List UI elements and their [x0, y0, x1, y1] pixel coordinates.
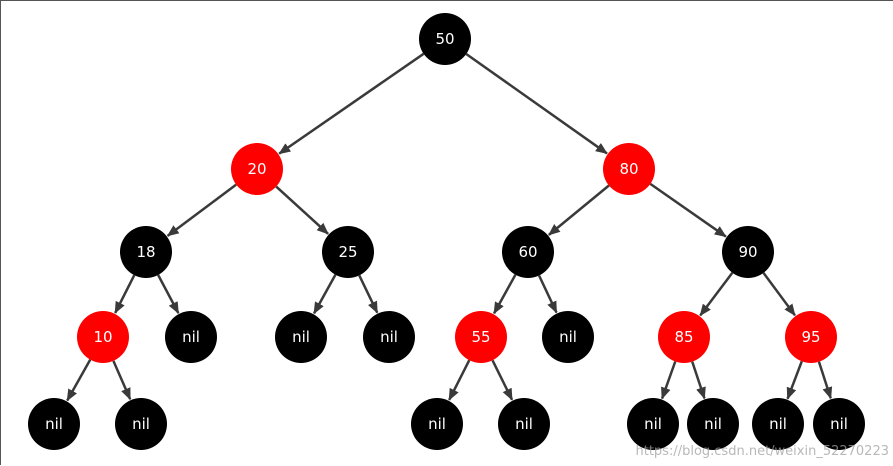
edge-n60-nil60: [537, 274, 558, 314]
node-circle-black: [722, 226, 774, 278]
node-label: 20: [247, 160, 266, 178]
tree-node-n80: 80: [603, 143, 655, 195]
node-label: 55: [471, 328, 490, 346]
tree-node-n85: 85: [658, 311, 710, 363]
edge-n85-nil85a: [660, 361, 677, 400]
tree-node-n60: 60: [502, 226, 554, 278]
tree-node-nil55a: nil: [411, 398, 463, 450]
tree-node-nil60: nil: [542, 311, 594, 363]
tree-node-n25: 25: [322, 226, 374, 278]
edge-n18-n10: [114, 274, 136, 314]
edge-n25-nil25b: [358, 274, 379, 314]
tree-node-nil25b: nil: [363, 311, 415, 363]
node-circle-red: [231, 143, 283, 195]
node-circle-black: [120, 226, 172, 278]
tree-node-n95: 95: [785, 311, 837, 363]
tree-node-nil10a: nil: [28, 398, 80, 450]
edge-n55-nil55b: [491, 359, 514, 401]
node-circle-black: [419, 13, 471, 65]
tree-node-nil10b: nil: [115, 398, 167, 450]
node-label: nil: [559, 328, 577, 346]
tree-node-nil85a: nil: [627, 398, 679, 450]
node-label: 85: [674, 328, 693, 346]
node-label: 25: [338, 243, 357, 261]
edge-n95-nil95b: [817, 361, 833, 400]
node-label: nil: [769, 415, 787, 433]
edge-n20-n25: [275, 185, 329, 235]
edge-n10-nil10a: [66, 359, 92, 402]
node-circle-black: [687, 398, 739, 450]
node-label: 50: [435, 30, 454, 48]
edge-n95-nil95a: [786, 360, 803, 400]
edge-n80-n90: [649, 182, 727, 238]
node-circle-black: [363, 311, 415, 363]
tree-node-nil25a: nil: [275, 311, 327, 363]
tree-node-n18: 18: [120, 226, 172, 278]
node-label: nil: [830, 415, 848, 433]
edge-n18-nil18: [157, 274, 180, 315]
node-label: nil: [428, 415, 446, 433]
node-circle-red: [603, 143, 655, 195]
node-label: 18: [136, 243, 155, 261]
tree-node-n90: 90: [722, 226, 774, 278]
node-label: 10: [93, 328, 112, 346]
node-circle-black: [542, 311, 594, 363]
node-label: nil: [644, 415, 662, 433]
tree-node-nil55b: nil: [498, 398, 550, 450]
edge-n25-nil25a: [312, 274, 337, 315]
node-label: nil: [380, 328, 398, 346]
node-circle-red: [77, 311, 129, 363]
tree-node-nil18: nil: [165, 311, 217, 363]
node-circle-black: [813, 398, 865, 450]
edge-n80-n60: [548, 184, 610, 236]
node-circle-black: [28, 398, 80, 450]
node-circle-red: [658, 311, 710, 363]
node-label: 80: [619, 160, 638, 178]
edge-n60-n55: [492, 274, 517, 315]
edge-n55-nil55a: [448, 359, 471, 401]
node-circle-red: [785, 311, 837, 363]
node-label: nil: [132, 415, 150, 433]
tree-node-nil85b: nil: [687, 398, 739, 450]
tree-node-n55: 55: [455, 311, 507, 363]
tree-node-n50: 50: [419, 13, 471, 65]
node-circle-black: [322, 226, 374, 278]
edges-layer: [66, 52, 833, 402]
tree-node-nil95a: nil: [752, 398, 804, 450]
edge-n85-nil85b: [691, 361, 706, 400]
node-circle-black: [165, 311, 217, 363]
node-circle-black: [115, 398, 167, 450]
node-circle-black: [752, 398, 804, 450]
node-circle-black: [498, 398, 550, 450]
edge-n10-nil10b: [112, 360, 132, 401]
tree-node-nil95b: nil: [813, 398, 865, 450]
node-circle-black: [627, 398, 679, 450]
edge-n90-n95: [762, 272, 796, 317]
node-label: nil: [45, 415, 63, 433]
node-circle-black: [411, 398, 463, 450]
node-label: nil: [704, 415, 722, 433]
edge-n50-n20: [278, 52, 425, 155]
node-circle-black: [275, 311, 327, 363]
tree-node-n10: 10: [77, 311, 129, 363]
nodes-layer: 50 20 80 18 25 60 90 10 nil nil nil 55 nil 85 95 nil nil…: [28, 13, 865, 450]
edge-n90-n85: [699, 272, 734, 317]
node-label: nil: [292, 328, 310, 346]
node-label: 95: [801, 328, 820, 346]
edge-n50-n80: [465, 52, 608, 155]
node-label: nil: [515, 415, 533, 433]
tree-node-n20: 20: [231, 143, 283, 195]
edge-n20-n18: [166, 183, 237, 237]
node-circle-black: [502, 226, 554, 278]
node-label: nil: [182, 328, 200, 346]
watermark-text: https://blog.csdn.net/weixin_52270223: [635, 444, 889, 459]
node-label: 90: [738, 243, 757, 261]
node-label: 60: [518, 243, 537, 261]
node-circle-red: [455, 311, 507, 363]
